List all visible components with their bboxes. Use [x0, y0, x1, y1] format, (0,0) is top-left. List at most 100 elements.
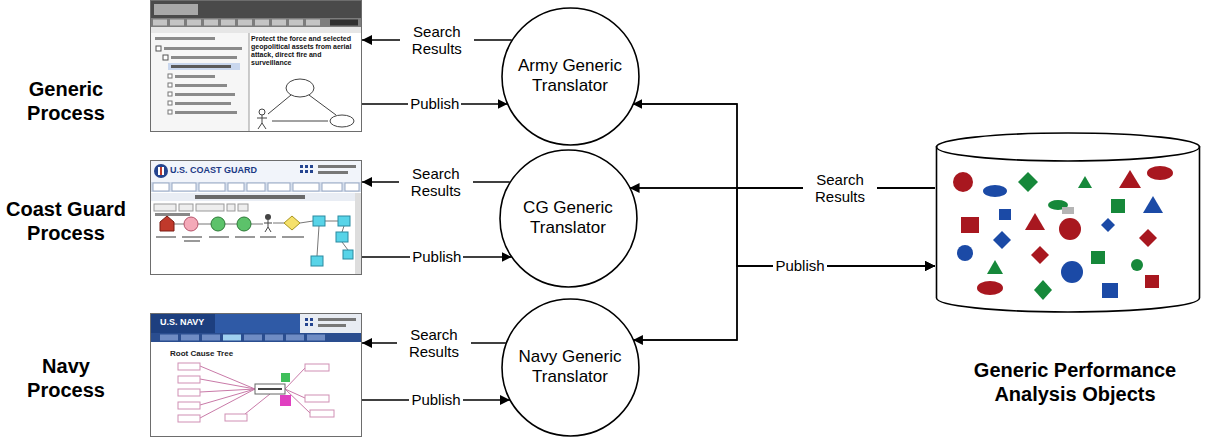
navy-screenshot [305, 395, 329, 402]
navy-screenshot [307, 335, 325, 341]
coast-guard-screenshot [265, 227, 268, 232]
screenshot-text: U.S. NAVY [160, 317, 204, 327]
generic-process-screenshot [306, 20, 320, 26]
generic-process-screenshot [262, 115, 263, 123]
generic-process-screenshot [164, 47, 242, 50]
navy-screenshot [215, 314, 300, 333]
navy-screenshot [200, 389, 255, 405]
performance-objects-illustration [1061, 261, 1083, 283]
process-label: Coast Guard Process [4, 197, 129, 245]
coast-guard-screenshot [284, 216, 300, 230]
navy-screenshot [244, 335, 262, 341]
navy-screenshot [318, 324, 346, 327]
navy-screenshot [181, 335, 199, 341]
navy-screenshot [223, 335, 241, 341]
navy-screenshot [178, 415, 200, 422]
coast-guard-screenshot [342, 242, 348, 250]
navy-screenshot [225, 414, 247, 421]
database-cylinder: Generic Performance Analysis Objects [935, 132, 1201, 312]
performance-objects-illustration [1139, 229, 1157, 247]
generic-process-screenshot [151, 27, 361, 33]
coast-guard-screenshot [158, 167, 164, 175]
coast-guard-screenshot [227, 204, 235, 211]
coast-guard-screenshot [198, 224, 211, 225]
generic-process-screenshot [187, 20, 201, 26]
performance-objects-illustration [1143, 196, 1163, 213]
navy-screenshot [258, 388, 282, 390]
flow-arrow [632, 104, 935, 266]
generic-process-screenshot [204, 20, 218, 26]
generic-process-screenshot [255, 20, 269, 26]
coast-guard-screenshot [151, 182, 361, 192]
coast-guard-screenshot [310, 165, 313, 168]
generic-process-screenshot [257, 118, 267, 119]
performance-objects-illustration [977, 281, 1003, 295]
coast-guard-screenshot [211, 217, 225, 231]
process-label: Navy Process [4, 354, 129, 402]
generic-process-screenshot [155, 37, 215, 40]
flow-label: Publish [410, 248, 463, 265]
coast-guard-screenshot [160, 216, 174, 231]
navy-screenshot [281, 373, 290, 382]
flow-label: Search Results [803, 171, 877, 206]
navy-screenshot [151, 314, 361, 333]
database-label: Generic Performance Analysis Objects [950, 358, 1200, 406]
translator-circle: Navy Generic Translator [501, 298, 640, 437]
performance-objects-illustration [1034, 280, 1052, 300]
coast-guard-screenshot [355, 193, 361, 274]
translator-circle: Army Generic Translator [501, 7, 640, 146]
coast-guard-screenshot [155, 213, 190, 216]
navy-screenshot [286, 335, 304, 341]
coast-guard-screenshot [247, 183, 265, 191]
coast-guard-screenshot [338, 216, 350, 226]
coast-guard-screenshot [199, 183, 225, 191]
coast-guard-screenshot [265, 214, 271, 220]
coast-guard-screenshot [310, 170, 313, 173]
navy-screenshot [160, 335, 178, 341]
coast-guard-screenshot [318, 171, 348, 174]
generic-process-screenshot [175, 75, 215, 78]
coast-guard-screenshot [322, 183, 342, 191]
navy-screenshot [310, 323, 313, 326]
coast-guard-screenshot [311, 256, 323, 266]
translator-label: Navy Generic Translator [512, 347, 628, 388]
generic-process-screenshot [170, 20, 184, 26]
process-screenshot: Coast Guard Process [150, 160, 362, 275]
coast-guard-screenshot [151, 193, 355, 201]
circle-outline [500, 150, 637, 287]
performance-objects-illustration [999, 209, 1011, 220]
navy-screenshot [178, 402, 200, 409]
navy-screenshot [318, 318, 356, 321]
performance-objects-illustration [983, 185, 1007, 197]
generic-process-screenshot [258, 123, 262, 129]
performance-objects-illustration [1078, 176, 1092, 188]
performance-objects-illustration [1059, 218, 1081, 240]
performance-objects-illustration [1119, 170, 1141, 188]
coast-guard-screenshot [196, 204, 224, 211]
flow-label: Search Results [400, 23, 474, 58]
generic-process-screenshot [175, 93, 235, 96]
generic-process-screenshot [272, 20, 286, 26]
flow-label: Publish [408, 95, 461, 112]
coast-guard-screenshot [153, 183, 169, 191]
generic-process-screenshot [221, 20, 235, 26]
performance-objects-illustration [953, 172, 973, 192]
navy-screenshot [151, 314, 362, 437]
flow-arrow [633, 188, 935, 340]
coast-guard-screenshot [282, 236, 304, 238]
navy-screenshot [151, 333, 361, 342]
coast-guard-screenshot [209, 236, 229, 238]
coast-guard-screenshot [154, 204, 176, 211]
coast-guard-screenshot [174, 224, 184, 225]
generic-process-screenshot [175, 84, 227, 87]
coast-guard-screenshot [342, 226, 344, 232]
coast-guard-screenshot [317, 226, 319, 256]
generic-process-screenshot [249, 33, 250, 131]
generic-process-screenshot [168, 83, 172, 87]
generic-process-screenshot [262, 123, 266, 129]
performance-objects-illustration [1131, 259, 1143, 271]
coast-guard-screenshot [151, 161, 362, 275]
coast-guard-screenshot [313, 216, 325, 226]
performance-objects-illustration [1018, 172, 1038, 192]
